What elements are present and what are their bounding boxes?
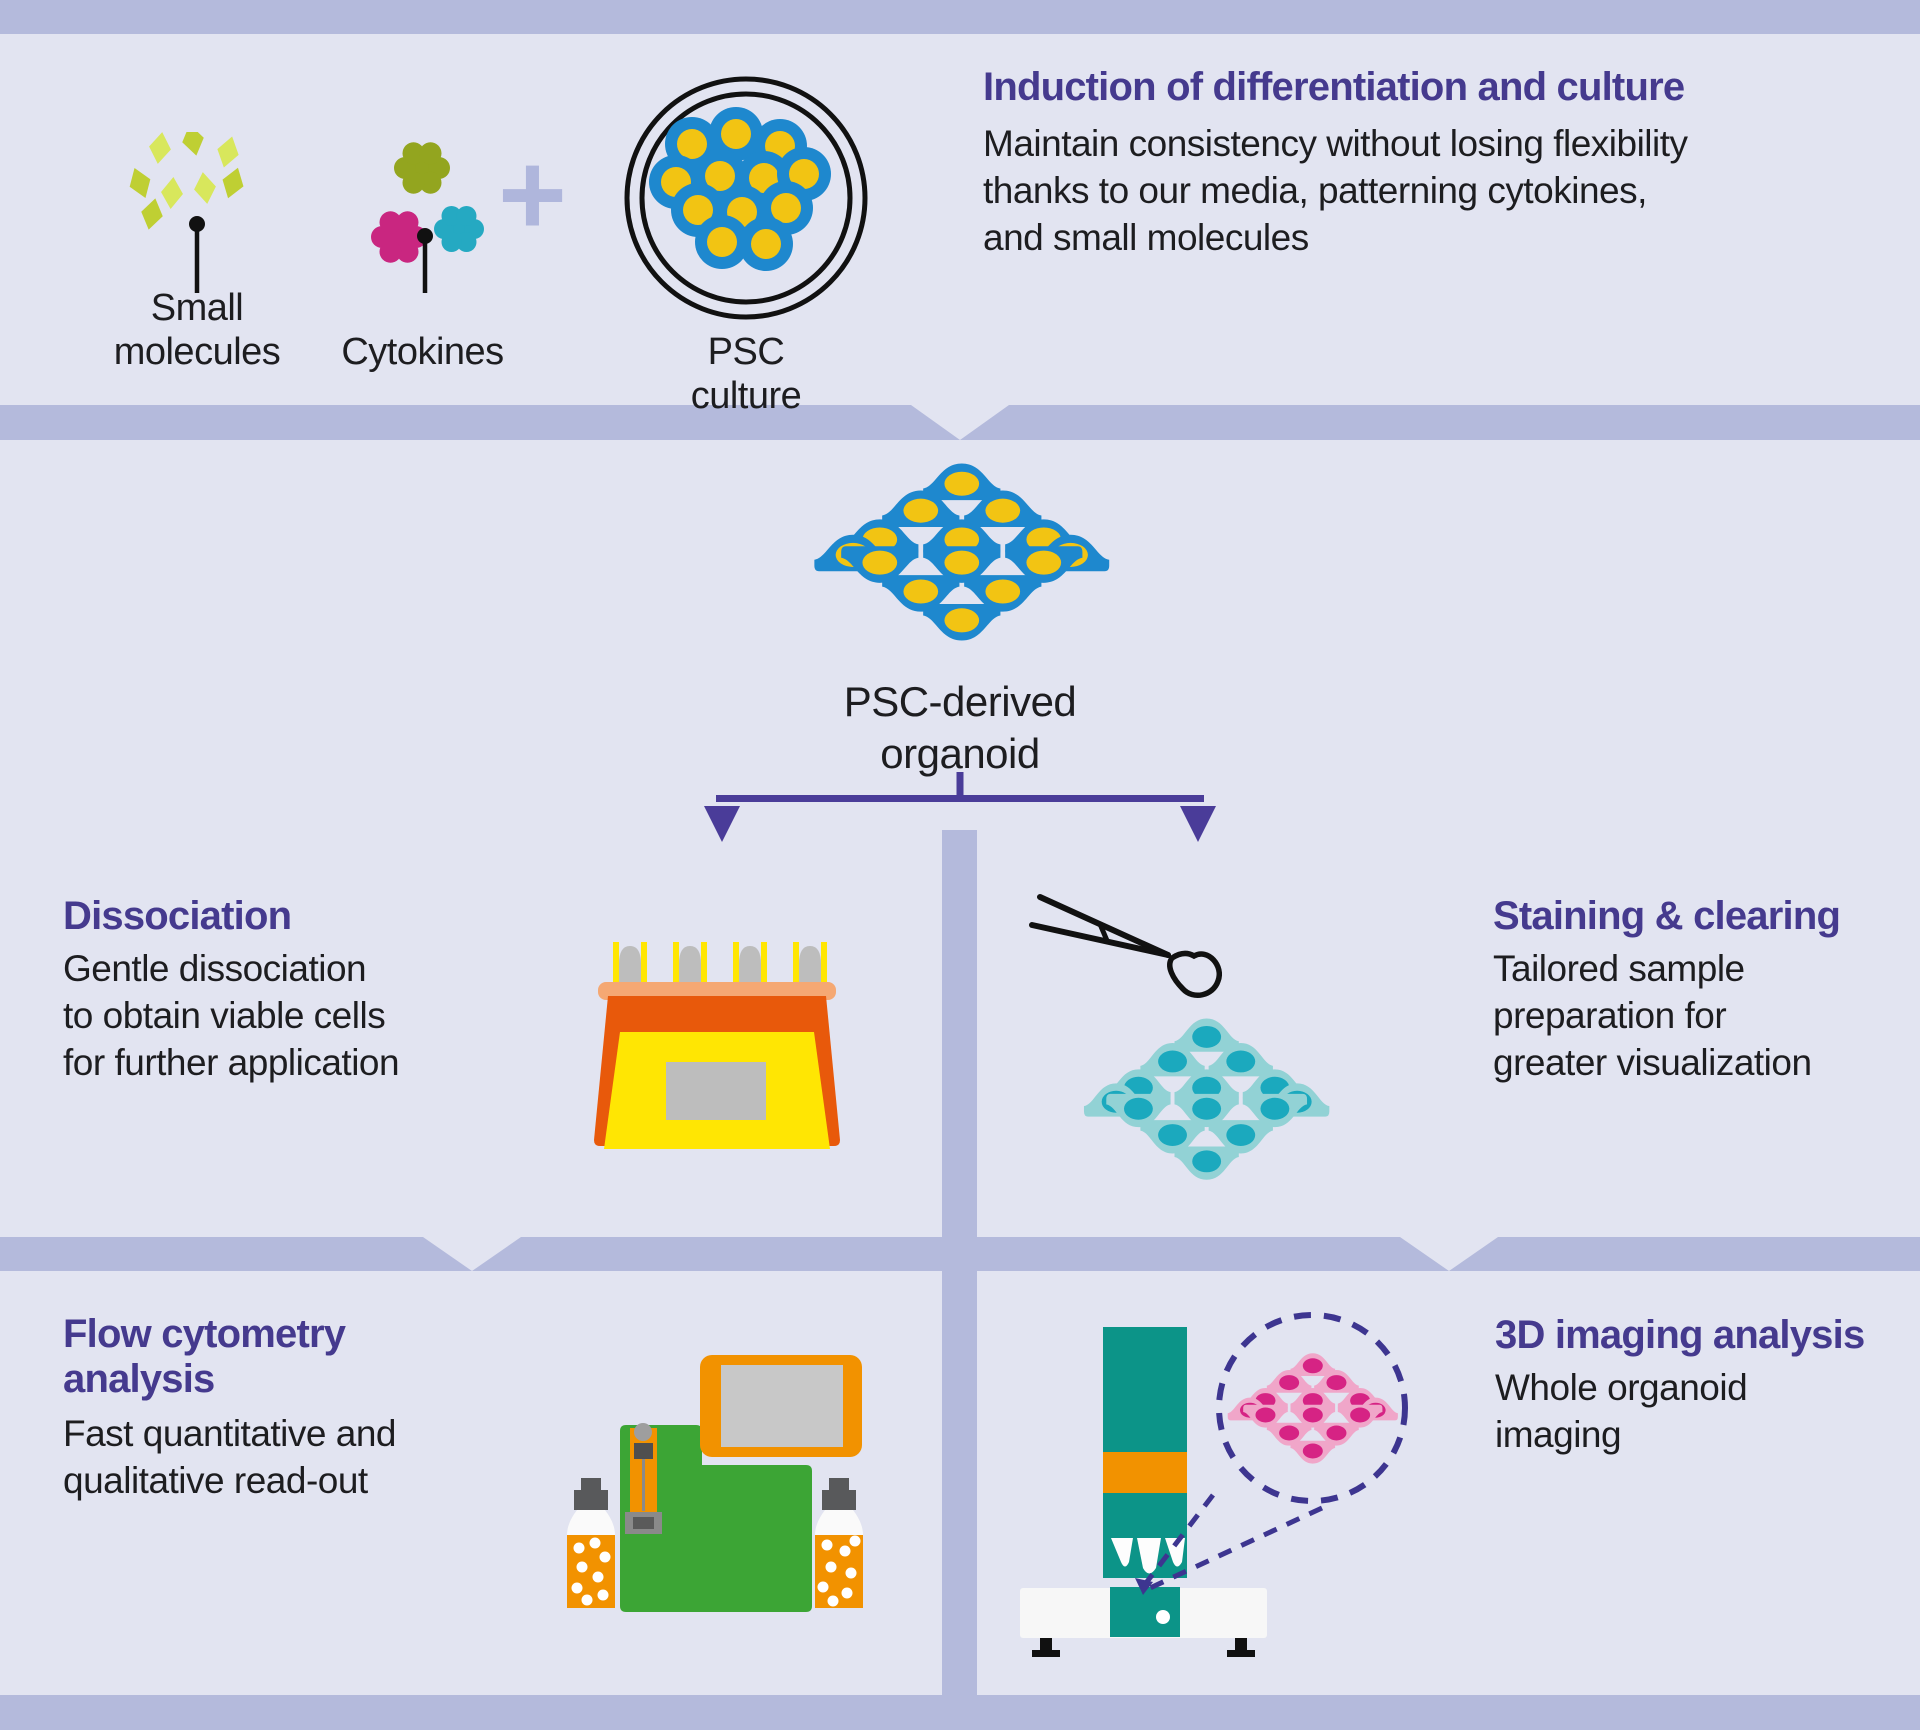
cytokines-icon bbox=[371, 142, 484, 293]
induction-title: Induction of differentiation and culture bbox=[983, 65, 1685, 109]
induction-body-line2: thanks to our media, patterning cytokine… bbox=[983, 170, 1647, 211]
staining-body-line3: greater visualization bbox=[1493, 1042, 1812, 1083]
reagent-bottle-right bbox=[815, 1478, 863, 1608]
staining-title: Staining & clearing bbox=[1493, 894, 1841, 938]
zoom-callout bbox=[1144, 1312, 1408, 1591]
staining-body-line2: preparation for bbox=[1493, 995, 1727, 1036]
dissociator-machine-icon bbox=[594, 942, 840, 1149]
objective-lenses bbox=[1111, 1538, 1185, 1574]
magnified-organoid-icon bbox=[1228, 1353, 1398, 1463]
staining-body-line1: Tailored sample bbox=[1493, 948, 1745, 989]
microscope-3d-imaging-icon bbox=[1020, 1312, 1408, 1657]
bottom-band bbox=[0, 1695, 1920, 1730]
flow-title-line2: analysis bbox=[63, 1357, 215, 1401]
branch-arrows-icon bbox=[704, 772, 1216, 842]
cytokines-label: Cytokines bbox=[341, 331, 504, 373]
organoid-label-line2: organoid bbox=[880, 730, 1040, 777]
plus-icon: + bbox=[498, 129, 567, 261]
reagent-bottle-left bbox=[567, 1478, 615, 1608]
induction-body-line1: Maintain consistency without losing flex… bbox=[983, 123, 1688, 164]
flow-cytometry-body: Fast quantitative and qualitative read-o… bbox=[63, 1410, 397, 1504]
dissociation-body-line2: to obtain viable cells bbox=[63, 995, 386, 1036]
divider-notch-center bbox=[911, 405, 1009, 440]
microscope-feet bbox=[1032, 1638, 1255, 1657]
organoid-label-line1: PSC-derived bbox=[843, 678, 1077, 725]
tweezers-droplet-icon bbox=[1029, 894, 1223, 998]
sample-injector bbox=[625, 1423, 662, 1534]
sample-holder bbox=[1110, 1587, 1180, 1637]
callout-arrowhead bbox=[1135, 1578, 1153, 1595]
monitor bbox=[700, 1355, 862, 1457]
staining-body: Tailored sample preparation for greater … bbox=[1493, 945, 1840, 1086]
flow-cytometry-title: Flow cytometry analysis bbox=[63, 1312, 396, 1402]
psc-cell-cluster bbox=[649, 107, 831, 271]
flow-title-line1: Flow cytometry bbox=[63, 1312, 346, 1356]
small-molecules-label-line1: Small bbox=[150, 287, 244, 329]
small-molecules-icon bbox=[129, 132, 244, 293]
imaging-body-line2: imaging bbox=[1495, 1414, 1622, 1455]
induction-body-line3: and small molecules bbox=[983, 217, 1309, 258]
imaging-body-line1: Whole organoid bbox=[1495, 1367, 1748, 1408]
psc-derived-organoid-icon bbox=[812, 452, 1110, 654]
dissociation-body-line1: Gentle dissociation bbox=[63, 948, 367, 989]
dissociation-title: Dissociation bbox=[63, 894, 292, 938]
induction-body: Maintain consistency without losing flex… bbox=[983, 120, 1688, 261]
imaging-3d-title: 3D imaging analysis bbox=[1495, 1313, 1865, 1357]
imaging-3d-block: 3D imaging analysis Whole organoid imagi… bbox=[1495, 1312, 1865, 1458]
divider-notch-left bbox=[423, 1237, 521, 1271]
top-band bbox=[0, 0, 1920, 34]
microscope bbox=[1020, 1327, 1267, 1657]
psc-culture-icon bbox=[624, 76, 868, 320]
flow-cytometry-block: Flow cytometry analysis Fast quantitativ… bbox=[63, 1312, 397, 1504]
imaging-3d-body: Whole organoid imaging bbox=[1495, 1364, 1864, 1458]
induction-heading-block: Induction of differentiation and culture… bbox=[983, 64, 1688, 261]
small-molecules-label-line2: molecules bbox=[113, 331, 281, 373]
dissociation-body: Gentle dissociation to obtain viable cel… bbox=[63, 945, 400, 1086]
dissociation-block: Dissociation Gentle dissociation to obta… bbox=[63, 893, 400, 1086]
vertical-divider bbox=[942, 830, 977, 1695]
flow-body-line1: Fast quantitative and bbox=[63, 1413, 397, 1454]
flow-cytometer-icon bbox=[567, 1355, 863, 1612]
staining-block: Staining & clearing Tailored sample prep… bbox=[1493, 893, 1841, 1086]
psc-culture-label: PSC culture bbox=[690, 331, 802, 417]
psc-derived-organoid-label: PSC-derived organoid bbox=[810, 676, 1110, 780]
dissociation-body-line3: for further application bbox=[63, 1042, 400, 1083]
small-molecules-label: Small molecules bbox=[110, 286, 284, 374]
dissociator-tubes bbox=[613, 942, 827, 988]
stained-organoid-icon bbox=[1082, 1008, 1330, 1192]
flow-body-line2: qualitative read-out bbox=[63, 1460, 368, 1501]
divider-notch-right bbox=[1400, 1237, 1498, 1271]
